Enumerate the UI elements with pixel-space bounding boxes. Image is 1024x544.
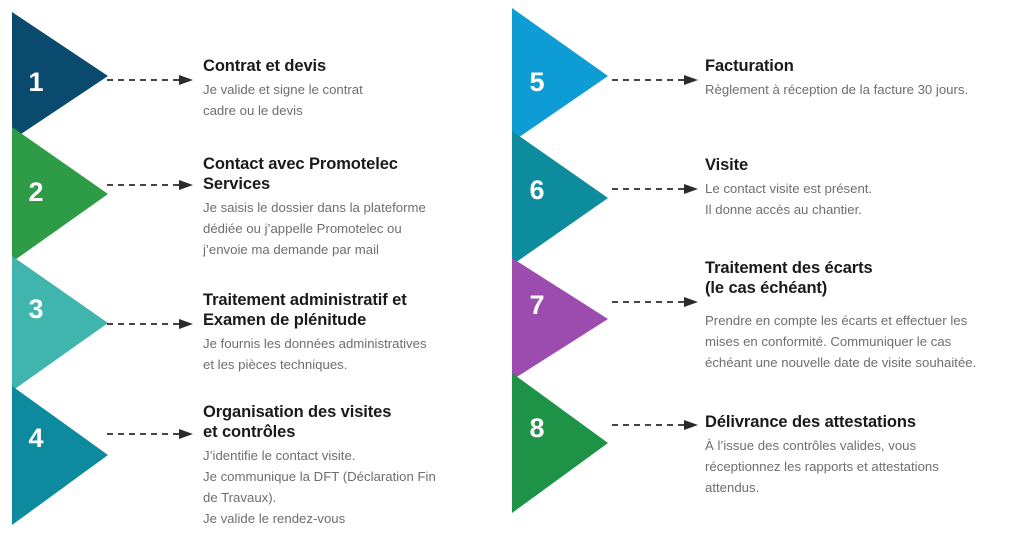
step-title-2: Contact avec Promotelec Services xyxy=(203,155,398,193)
step-text-1: Contrat et devis Je valide et signe le c… xyxy=(203,56,493,121)
step-title-1: Contrat et devis xyxy=(203,57,327,75)
chevron-number-7: 7 xyxy=(529,290,544,320)
process-column-right: 5 6 7 8 Fact xyxy=(505,0,1024,544)
chevron-number-4: 4 xyxy=(28,423,43,453)
step-title-4: Organisation des visites et contrôles xyxy=(203,403,392,441)
step-description-7: Prendre en compte les écarts et effectue… xyxy=(705,313,977,370)
step-description-5: Règlement à réception de la facture 30 j… xyxy=(705,82,969,97)
step-title-6: Visite xyxy=(705,156,749,174)
chevron-stack-left: 1 2 3 4 xyxy=(12,12,108,525)
step-description-1: Je valide et signe le contrat cadre ou l… xyxy=(203,82,363,118)
step-text-2: Contact avec Promotelec Services Je sais… xyxy=(203,154,498,260)
step-text-6: Visite Le contact visite est présent. Il… xyxy=(705,155,1020,220)
process-column-left: 1 2 3 4 xyxy=(0,0,500,544)
step-text-7: Traitement des écarts (le cas échéant) P… xyxy=(705,258,1024,373)
step-title-3: Traitement administratif et Examen de pl… xyxy=(203,291,407,329)
chevron-stack-right: 5 6 7 8 xyxy=(512,8,608,513)
chevron-shape-6[interactable] xyxy=(512,131,608,265)
chevron-shape-8[interactable] xyxy=(512,373,608,513)
step-text-8: Délivrance des attestations À l’issue de… xyxy=(705,412,1020,498)
chevron-number-2: 2 xyxy=(28,177,43,207)
step-description-3: Je fournis les données administratives e… xyxy=(203,336,427,372)
chevron-number-8: 8 xyxy=(529,413,544,443)
step-description-8: À l’issue des contrôles valides, vous ré… xyxy=(705,438,939,495)
step-title-8: Délivrance des attestations xyxy=(705,413,916,431)
chevron-shape-4[interactable] xyxy=(12,386,108,525)
step-description-2: Je saisis le dossier dans la plateforme … xyxy=(203,200,426,257)
chevron-shape-3[interactable] xyxy=(12,256,108,391)
step-text-3: Traitement administratif et Examen de pl… xyxy=(203,290,498,375)
step-title-7: Traitement des écarts (le cas échéant) xyxy=(705,259,873,297)
chevron-shape-7[interactable] xyxy=(512,258,608,380)
chevron-number-1: 1 xyxy=(28,67,43,97)
step-text-5: Facturation Règlement à réception de la … xyxy=(705,56,1020,100)
step-text-4: Organisation des visites et contrôles J’… xyxy=(203,402,498,529)
chevron-number-6: 6 xyxy=(529,175,544,205)
chevron-shape-2[interactable] xyxy=(12,127,108,262)
chevron-shape-1[interactable] xyxy=(12,12,108,140)
step-description-6: Le contact visite est présent. Il donne … xyxy=(705,181,873,217)
chevron-number-3: 3 xyxy=(28,294,43,324)
chevron-number-5: 5 xyxy=(529,67,544,97)
chevron-shape-5[interactable] xyxy=(512,8,608,142)
step-description-4: J’identifie le contact visite. Je commun… xyxy=(203,448,436,526)
step-title-5: Facturation xyxy=(705,57,794,75)
